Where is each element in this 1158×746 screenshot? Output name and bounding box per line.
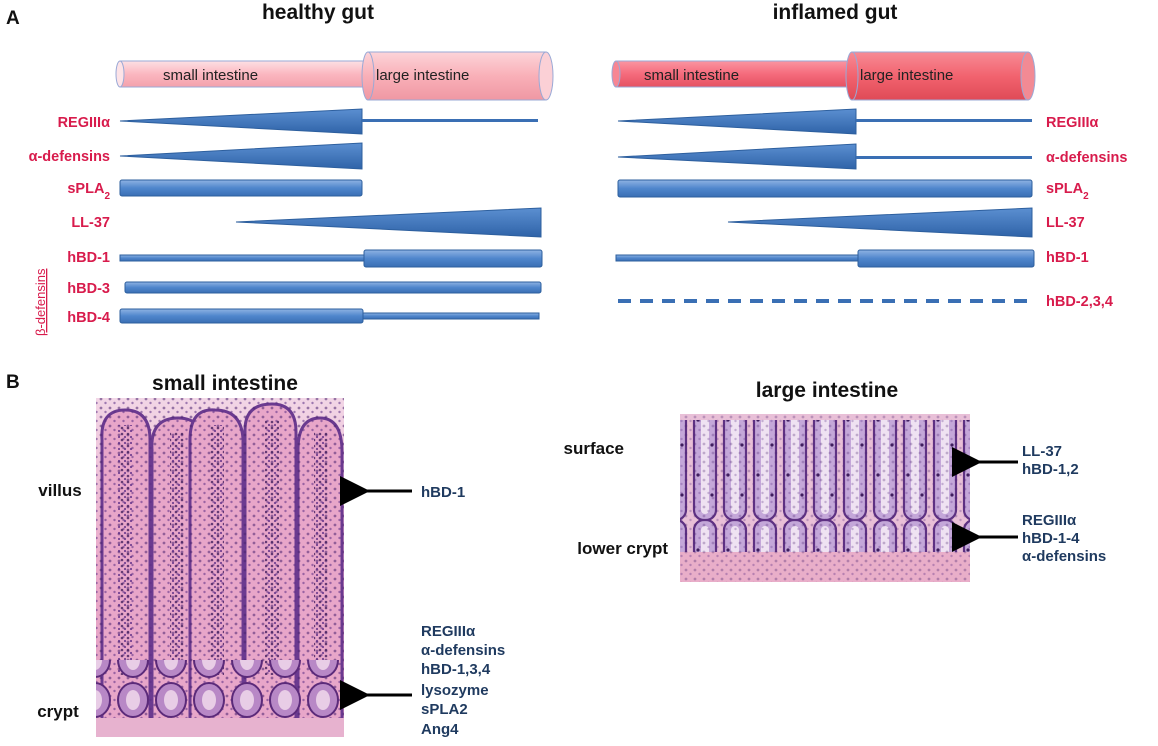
inflamed-gut-tube: small intestine large intestine [611,51,1036,101]
inflamed-label-ll37: LL-37 [1046,215,1085,231]
healthy-hbd1-thick [363,249,543,268]
healthy-regiii-wedge [119,108,363,135]
large-surface-expr-item: hBD-1,2 [1022,461,1079,478]
small-crypt-expr-item: α-defensins [421,642,505,659]
healthy-label-ll37: LL-37 [71,215,110,231]
inflamed-regiii-wedge [617,108,857,135]
inflamed-label-regiii: REGIIIα [1046,115,1099,131]
small-crypt-expr-item: sPLA2 [421,701,468,718]
healthy-hbd4-thick [119,308,364,324]
inflamed-large-intestine-label: large intestine [860,67,953,84]
small-crypt-expr-item: REGIIIα [421,623,476,640]
inflamed-alpha-defensins-wedge [617,143,857,170]
large-intestine-title: large intestine [756,379,898,402]
large-crypt-expr-item: hBD-1-4 [1022,530,1080,547]
small-intestine-title: small intestine [152,372,298,395]
villus-label: villus [38,481,81,500]
panel-a-letter: A [6,8,20,29]
small-intestine-histology [96,398,344,737]
panel-b-letter: B [6,372,20,393]
inflamed-alpha-defensins-line [856,156,1032,159]
healthy-hbd4-thin [362,312,540,320]
healthy-regiii-line [362,119,538,122]
large-crypt-expr-item: REGIIIα [1022,512,1077,529]
large-crypt-expr-item: α-defensins [1022,548,1106,565]
inflamed-hbd1-thin [615,254,861,262]
healthy-label-hbd1: hBD-1 [67,250,110,266]
healthy-hbd3-bar [124,281,542,294]
inflamed-label-spla2: sPLA2 [1046,181,1089,202]
healthy-gut-title: healthy gut [262,1,374,24]
small-crypt-expr-item: hBD-1,3,4 [421,661,491,678]
healthy-spla2-bar [119,179,363,197]
inflamed-expression-bars [615,108,1035,303]
healthy-label-hbd4: hBD-4 [67,310,110,326]
inflamed-label-alpha-defensins: α-defensins [1046,150,1127,166]
healthy-label-regiii: REGIIIα [58,115,111,131]
small-crypt-expr-item: lysozyme [421,682,489,699]
small-crypt-expr-item: Ang4 [421,721,459,738]
healthy-hbd1-thin [119,254,365,262]
inflamed-label-hbd234: hBD-2,3,4 [1046,294,1113,310]
large-intestine-histology [680,414,970,582]
crypt-label: crypt [37,702,79,721]
inflamed-label-hbd1: hBD-1 [1046,250,1089,266]
beta-defensins-group-label: β-defensins [33,268,48,336]
lower-crypt-label: lower crypt [577,539,668,558]
inflamed-small-intestine-label: small intestine [644,67,739,84]
healthy-label-hbd3: hBD-3 [67,281,110,297]
healthy-ll37-wedge [235,207,542,238]
inflamed-hbd1-thick [857,249,1035,268]
healthy-label-spla2: sPLA2 [67,181,110,202]
large-crypt-expression-list: REGIIIα hBD-1-4 α-defensins [1022,512,1106,565]
small-crypt-expression-list: REGIIIα α-defensins hBD-1,3,4 lysozyme s… [421,623,505,738]
healthy-expression-bars [119,108,543,324]
large-surface-expr-item: LL-37 [1022,443,1062,460]
surface-label: surface [564,439,624,458]
villus-expression: hBD-1 [421,484,465,501]
inflamed-regiii-line [856,119,1032,122]
healthy-gut-tube: small intestine large intestine [115,51,554,101]
healthy-small-intestine-label: small intestine [163,67,258,84]
inflamed-ll37-wedge [727,207,1033,238]
healthy-alpha-defensins-wedge [119,142,363,170]
healthy-large-intestine-label: large intestine [376,67,469,84]
inflamed-spla2-bar [617,179,1033,198]
healthy-label-alpha-defensins: α-defensins [29,149,110,165]
large-surface-expression-list: LL-37 hBD-1,2 [1022,443,1079,478]
inflamed-gut-title: inflamed gut [773,1,898,24]
